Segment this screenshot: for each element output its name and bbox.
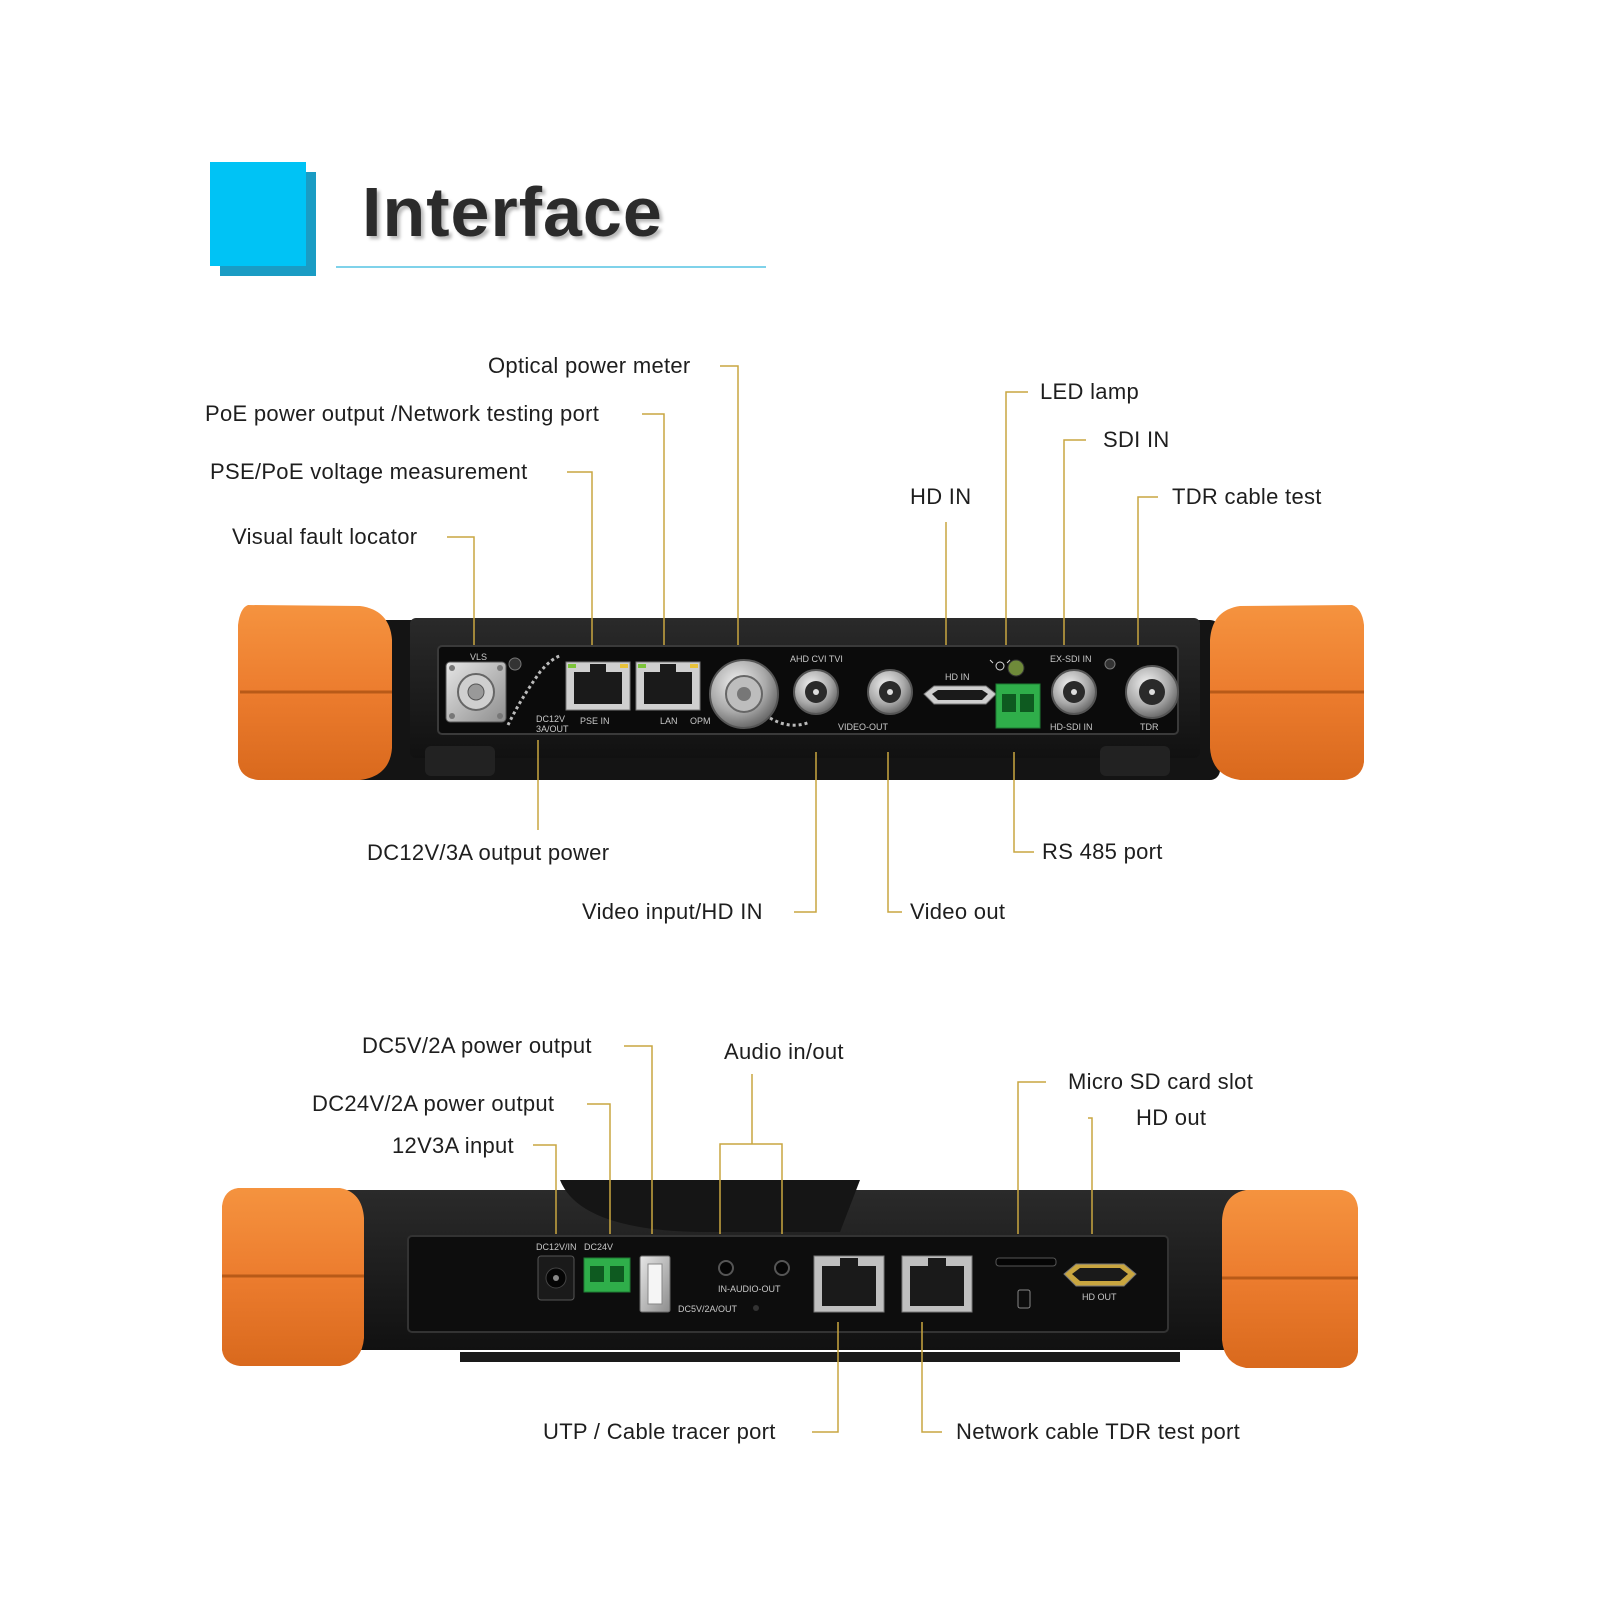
leader-poe-output — [642, 413, 665, 645]
bottom-port-panel — [407, 1235, 1169, 1333]
callout-hd-out: HD out — [1136, 1105, 1207, 1130]
callout-tdr-cable-test: TDR cable test — [1172, 484, 1322, 509]
tdr-rj45-port — [901, 1255, 973, 1313]
reset-hole — [753, 1305, 759, 1311]
title-underline — [336, 266, 766, 268]
callout-micro-sd: Micro SD card slot — [1068, 1069, 1254, 1094]
callout-poe-output: PoE power output /Network testing port — [205, 401, 600, 426]
leader-dc5v — [624, 1045, 653, 1234]
silk-dc12v-out2: 3A/OUT — [536, 724, 569, 734]
silk-lan: LAN — [660, 716, 678, 726]
callout-utp-tracer: UTP / Cable tracer port — [543, 1419, 776, 1444]
leader-hd-out — [1088, 1117, 1093, 1234]
callout-rs485: RS 485 port — [1042, 839, 1163, 864]
tdr-bnc-port — [1125, 665, 1179, 719]
leader-micro-sd — [1017, 1081, 1046, 1234]
leader-optical-power-meter — [720, 365, 739, 645]
top-right-hinge — [1100, 746, 1170, 776]
dc12v-out-jack — [508, 657, 522, 671]
leader-dc24v — [587, 1103, 611, 1234]
callout-dc12v-output: DC12V/3A output power — [367, 840, 610, 865]
leader-visual-fault-locator — [447, 536, 475, 645]
callout-hd-in: HD IN — [910, 484, 972, 509]
silk-hd-out: HD OUT — [1082, 1292, 1117, 1302]
leader-utp — [812, 1322, 839, 1433]
silk-video-out: VIDEO-OUT — [838, 722, 889, 732]
dc24v-terminal — [583, 1257, 631, 1293]
leader-led-lamp — [1005, 391, 1028, 645]
leader-tdr-cable-test — [1137, 496, 1158, 645]
silk-audio: IN-AUDIO-OUT — [718, 1284, 781, 1294]
silk-ex-sdi-in: EX-SDI IN — [1050, 654, 1092, 664]
audio-in-jack — [718, 1260, 734, 1276]
opm-port — [709, 659, 779, 729]
usb-port — [639, 1255, 671, 1313]
silk-hd-sdi-in: HD-SDI IN — [1050, 722, 1093, 732]
dc12v-in-jack — [537, 1255, 575, 1301]
bottom-leader-lines — [533, 1045, 1093, 1433]
led-lamp-icon — [989, 659, 1025, 677]
opm-cap-chain — [769, 716, 811, 727]
lan-rj45-port — [635, 661, 701, 711]
callout-led-lamp: LED lamp — [1040, 379, 1139, 404]
callout-visual-fault-locator: Visual fault locator — [232, 524, 418, 549]
indicator-dot — [1104, 658, 1116, 670]
leader-audio-branches — [719, 1143, 783, 1234]
silk-tdr: TDR — [1140, 722, 1159, 732]
title-decoration-square — [210, 162, 306, 266]
audio-out-jack — [774, 1260, 790, 1276]
leader-video-out — [887, 752, 902, 913]
vls-port — [445, 661, 507, 723]
callout-sdi-in: SDI IN — [1103, 427, 1170, 452]
callout-dc5v-output: DC5V/2A power output — [362, 1033, 592, 1058]
leader-rs485 — [1013, 752, 1034, 853]
silk-ahd-cvi-tvi: AHD CVI TVI — [790, 654, 843, 664]
micro-sd-slot — [995, 1257, 1057, 1267]
callout-video-input: Video input/HD IN — [582, 899, 763, 924]
top-left-hinge — [425, 746, 495, 776]
silk-vls: VLS — [470, 652, 487, 662]
hd-in-port — [923, 685, 997, 705]
silk-dc5v: DC5V/2A/OUT — [678, 1304, 738, 1314]
top-leader-lines — [447, 365, 1158, 913]
rs485-terminal — [995, 683, 1041, 729]
bottom-device-lip — [460, 1352, 1180, 1362]
leader-video-input — [794, 752, 817, 913]
bottom-device: DC12V/IN DC24V DC5V/2A/OUT IN-AUDIO-OUT — [222, 1180, 1358, 1368]
dust-cap-chain — [506, 654, 561, 726]
top-device: VLS DC12V 3A/OUT PSE IN LAN OPM — [238, 605, 1364, 780]
silk-opm: OPM — [690, 716, 711, 726]
callout-optical-power-meter: Optical power meter — [488, 353, 691, 378]
utp-rj45-port — [813, 1255, 885, 1313]
callout-pse-poe-voltage: PSE/PoE voltage measurement — [210, 459, 528, 484]
callout-tdr-test-port: Network cable TDR test port — [956, 1419, 1241, 1444]
pse-in-rj45-port — [565, 661, 631, 711]
sd-card-icon — [1017, 1289, 1031, 1309]
callout-video-out: Video out — [910, 899, 1006, 924]
page-title: Interface — [362, 173, 663, 251]
silk-pse-in: PSE IN — [580, 716, 610, 726]
callout-dc24v-output: DC24V/2A power output — [312, 1091, 555, 1116]
video-out-bnc-port — [867, 669, 913, 715]
video-in-bnc-port — [793, 669, 839, 715]
silk-dc24v: DC24V — [584, 1242, 613, 1252]
silk-dc12v-out: DC12V — [536, 714, 565, 724]
leader-pse-poe-voltage — [567, 471, 593, 645]
bottom-device-notch — [560, 1180, 860, 1232]
callout-12v-input: 12V3A input — [392, 1133, 514, 1158]
silk-dc12v-in: DC12V/IN — [536, 1242, 577, 1252]
hd-out-port — [1063, 1263, 1137, 1287]
leader-12v-input — [533, 1144, 557, 1234]
callout-audio: Audio in/out — [724, 1039, 844, 1064]
sdi-in-bnc-port — [1051, 669, 1097, 715]
leader-tdr-test — [921, 1322, 942, 1433]
silk-hd-in: HD IN — [945, 672, 970, 682]
leader-sdi-in — [1063, 439, 1086, 645]
